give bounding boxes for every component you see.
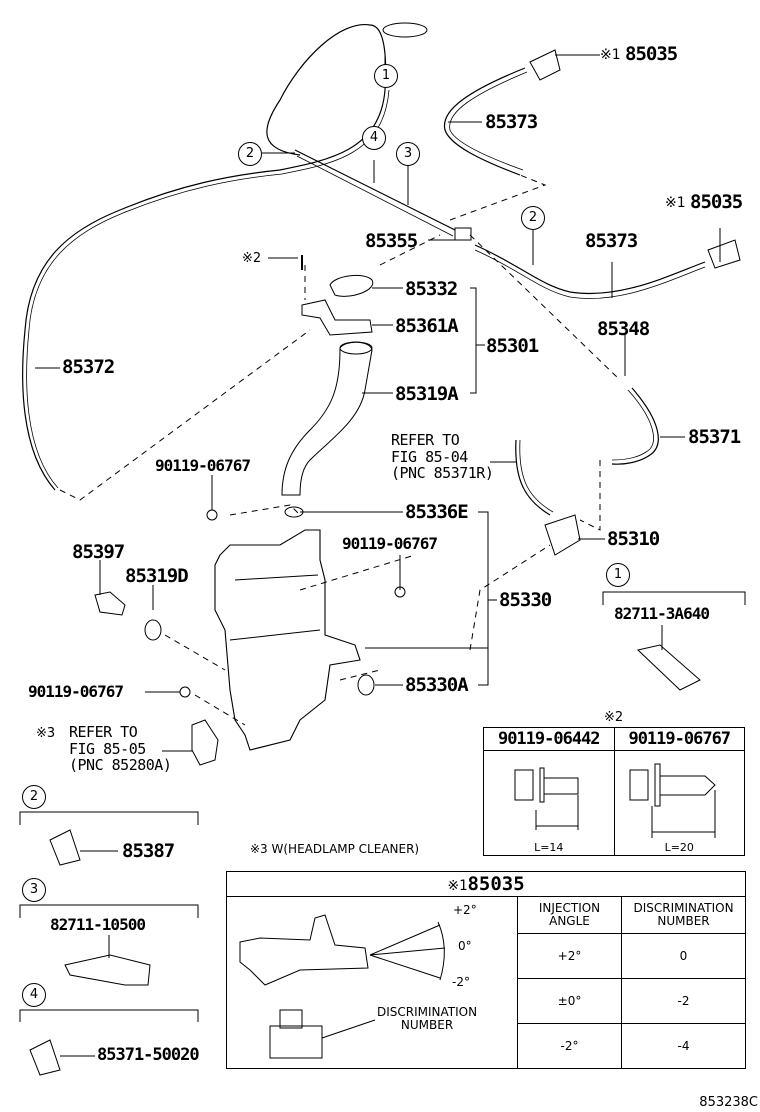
callout-1-diagram: 1 <box>374 64 398 88</box>
label-bolt-90119-06767-b: 90119-06767 <box>342 534 438 553</box>
label-85319A: 85319A <box>395 383 459 405</box>
length-l20: L=20 <box>664 841 694 854</box>
hose-85373-right <box>474 244 706 295</box>
hose-85372 <box>22 24 387 491</box>
callout-2-detail: 2 <box>22 785 46 809</box>
label-82711-3A640: 82711-3A640 <box>614 604 710 623</box>
callout-2-diagram-b: 2 <box>521 206 545 230</box>
callout-1-detail: 1 <box>606 563 630 587</box>
figure-code: 853238C <box>699 1095 758 1110</box>
sensor-85397 <box>94 591 126 616</box>
callout-4-detail: 4 <box>22 983 46 1007</box>
bolt-90119-06767-b <box>394 586 406 598</box>
callout-2-diagram: 2 <box>238 142 262 166</box>
label-bolt-90119-06767-c: 90119-06767 <box>28 682 124 701</box>
angle-row-3: -2° <box>517 1023 622 1069</box>
col-injection-angle: INJECTION ANGLE <box>517 896 622 934</box>
label-bolt-90119-06767-a: 90119-06767 <box>155 456 251 475</box>
grommet-85336E <box>284 506 304 518</box>
callout-4-diagram: 4 <box>362 126 386 150</box>
label-85373-top: 85373 <box>485 111 538 133</box>
bolt-90119-06767-c <box>179 686 191 698</box>
nozzle-spec-table: ※185035 INJECTION ANGLE DISCRIMINATION N… <box>226 871 746 1069</box>
callout-3-detail: 3 <box>22 878 46 902</box>
mark-1-right: ※1 <box>665 195 686 211</box>
cap-85332 <box>329 274 374 297</box>
filler-neck-85319A <box>281 341 373 496</box>
bracket-85361A <box>301 299 373 336</box>
label-85371: 85371 <box>688 426 741 448</box>
callout-3-diagram: 3 <box>396 142 420 166</box>
label-85361A: 85361A <box>395 315 459 337</box>
mark-3-motor: ※3 <box>36 726 56 741</box>
label-85332: 85332 <box>405 278 458 300</box>
label-85355: 85355 <box>365 230 418 252</box>
label-85397: 85397 <box>72 541 125 563</box>
label-85348: 85348 <box>597 318 650 340</box>
t-joint-85355 <box>454 227 472 241</box>
label-85035-right: 85035 <box>690 191 743 213</box>
refer-fig-85-05: REFER TO FIG 85-05 (PNC 85280A) <box>69 723 172 774</box>
motor-85280A <box>191 719 219 766</box>
pump-85310 <box>544 514 581 556</box>
clip-82711-3A640 <box>636 644 701 691</box>
col-discrimination-number: DISCRIMINATION NUMBER <box>621 896 746 934</box>
angle-row-1: +2° <box>517 933 622 979</box>
nozzle-85035-right <box>707 239 741 269</box>
label-85330A: 85330A <box>405 674 469 696</box>
label-85301: 85301 <box>486 335 539 357</box>
number-row-3: -4 <box>621 1023 746 1069</box>
angle-mark-minus2: -2° <box>452 975 470 989</box>
angle-mark-plus2: +2° <box>453 903 477 917</box>
grommet-85319D <box>144 619 162 641</box>
number-row-2: -2 <box>621 978 746 1024</box>
label-85387: 85387 <box>122 840 175 862</box>
hose-main-run <box>294 149 456 231</box>
tank-85330 <box>214 529 361 751</box>
clip-85387 <box>49 829 81 866</box>
label-82711-10500: 82711-10500 <box>50 915 146 934</box>
mark-2-bolt: ※2 <box>242 251 262 266</box>
angle-row-2: ±0° <box>517 978 622 1024</box>
number-row-1: 0 <box>621 933 746 979</box>
label-85372: 85372 <box>62 356 115 378</box>
nozzle-illustration-cell <box>226 896 518 1069</box>
nozzle-85035-top <box>529 49 561 81</box>
bolt-col-06442: 90119-06442 <box>483 727 615 751</box>
bolt-spec-table: 90119-06442 90119-06767 L=14 L=20 <box>483 727 745 856</box>
bolt-90119-06767-a <box>206 509 218 521</box>
refer-fig-85-04: REFER TO FIG 85-04 (PNC 85371R) <box>391 431 494 482</box>
clip-85371-50020 <box>29 1039 61 1076</box>
angle-mark-0: 0° <box>458 939 472 953</box>
label-85035-top: 85035 <box>625 43 678 65</box>
hose-85371 <box>611 387 659 465</box>
discrimination-label: DISCRIMINATION NUMBER <box>377 1005 478 1033</box>
bolt-table-mark: ※2 <box>604 710 624 725</box>
hose-85373-top <box>443 67 526 176</box>
label-85336E: 85336E <box>405 501 469 523</box>
bolt-col-06767: 90119-06767 <box>613 727 745 751</box>
label-85319D: 85319D <box>125 565 189 587</box>
mark-1-top: ※1 <box>600 47 621 63</box>
headlamp-cleaner-note: ※3 W(HEADLAMP CLEANER) <box>250 842 420 856</box>
grommet-85330A <box>357 674 375 696</box>
nozzle-table-title: ※185035 <box>226 871 746 897</box>
length-l14: L=14 <box>534 841 564 854</box>
label-85310: 85310 <box>607 528 660 550</box>
clip-82711-10500 <box>64 954 151 986</box>
label-85330: 85330 <box>499 589 552 611</box>
label-85373-right: 85373 <box>585 230 638 252</box>
label-85371-50020: 85371-50020 <box>97 1045 200 1065</box>
